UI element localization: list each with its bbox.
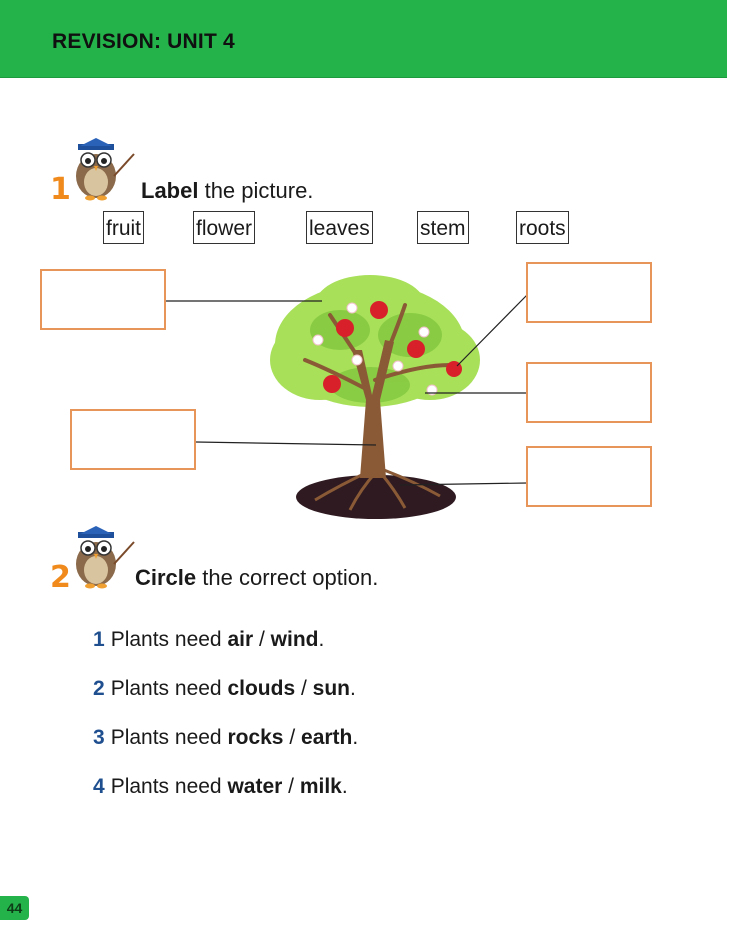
sentence-end: . [352,726,359,749]
separator: / [295,677,313,700]
page-number: 44 [0,896,29,920]
instruction-text: the picture. [198,178,314,203]
option-b[interactable]: earth [301,726,353,749]
answer-box-flower[interactable] [526,362,652,423]
instruction-text: the correct option. [196,565,379,590]
owl-teacher-icon [76,138,135,201]
option-a[interactable]: water [227,775,283,798]
instruction-keyword: Label [141,178,199,203]
item-number: 2 [93,677,105,700]
answer-box-leaves[interactable] [40,269,166,330]
page-title: REVISION: UNIT 4 [52,30,235,53]
sentence-prefix: Plants need [110,677,228,700]
option-b[interactable]: milk [299,775,342,798]
answer-box-roots[interactable] [526,446,652,507]
item-number: 3 [93,726,105,749]
item-number: 1 [93,628,105,651]
word-box-stem: stem [417,211,469,244]
owl-teacher-icon [76,526,135,589]
sentence-prefix: Plants need [110,628,228,651]
exercise-2-instruction: Circle the correct option. [135,565,378,591]
exercise-1-instruction: Label the picture. [141,178,313,204]
separator: / [283,726,302,749]
word-box-fruit: fruit [103,211,145,244]
sentence-end: . [341,775,348,798]
option-a[interactable]: rocks [227,726,284,749]
option-a[interactable]: clouds [227,677,296,700]
exercise-2-number: 2 [50,560,71,595]
exercise-1-number: 1 [50,172,71,207]
word-box-roots: roots [516,211,569,244]
word-box-leaves: leaves [306,211,373,244]
sentence-end: . [350,677,356,700]
option-b[interactable]: wind [270,628,319,651]
instruction-keyword: Circle [135,565,197,590]
answer-box-fruit[interactable] [526,262,652,323]
separator: / [282,775,300,798]
option-b[interactable]: sun [312,677,350,700]
header-banner: REVISION: UNIT 4 [0,0,727,78]
separator: / [253,628,271,651]
sentence-prefix: Plants need [110,726,228,749]
word-box-flower: flower [193,211,256,244]
item-number: 4 [93,775,105,798]
sentence-prefix: Plants need [110,775,228,798]
option-a[interactable]: air [227,628,254,651]
answer-box-stem[interactable] [70,409,196,470]
sentence-end: . [318,628,325,651]
